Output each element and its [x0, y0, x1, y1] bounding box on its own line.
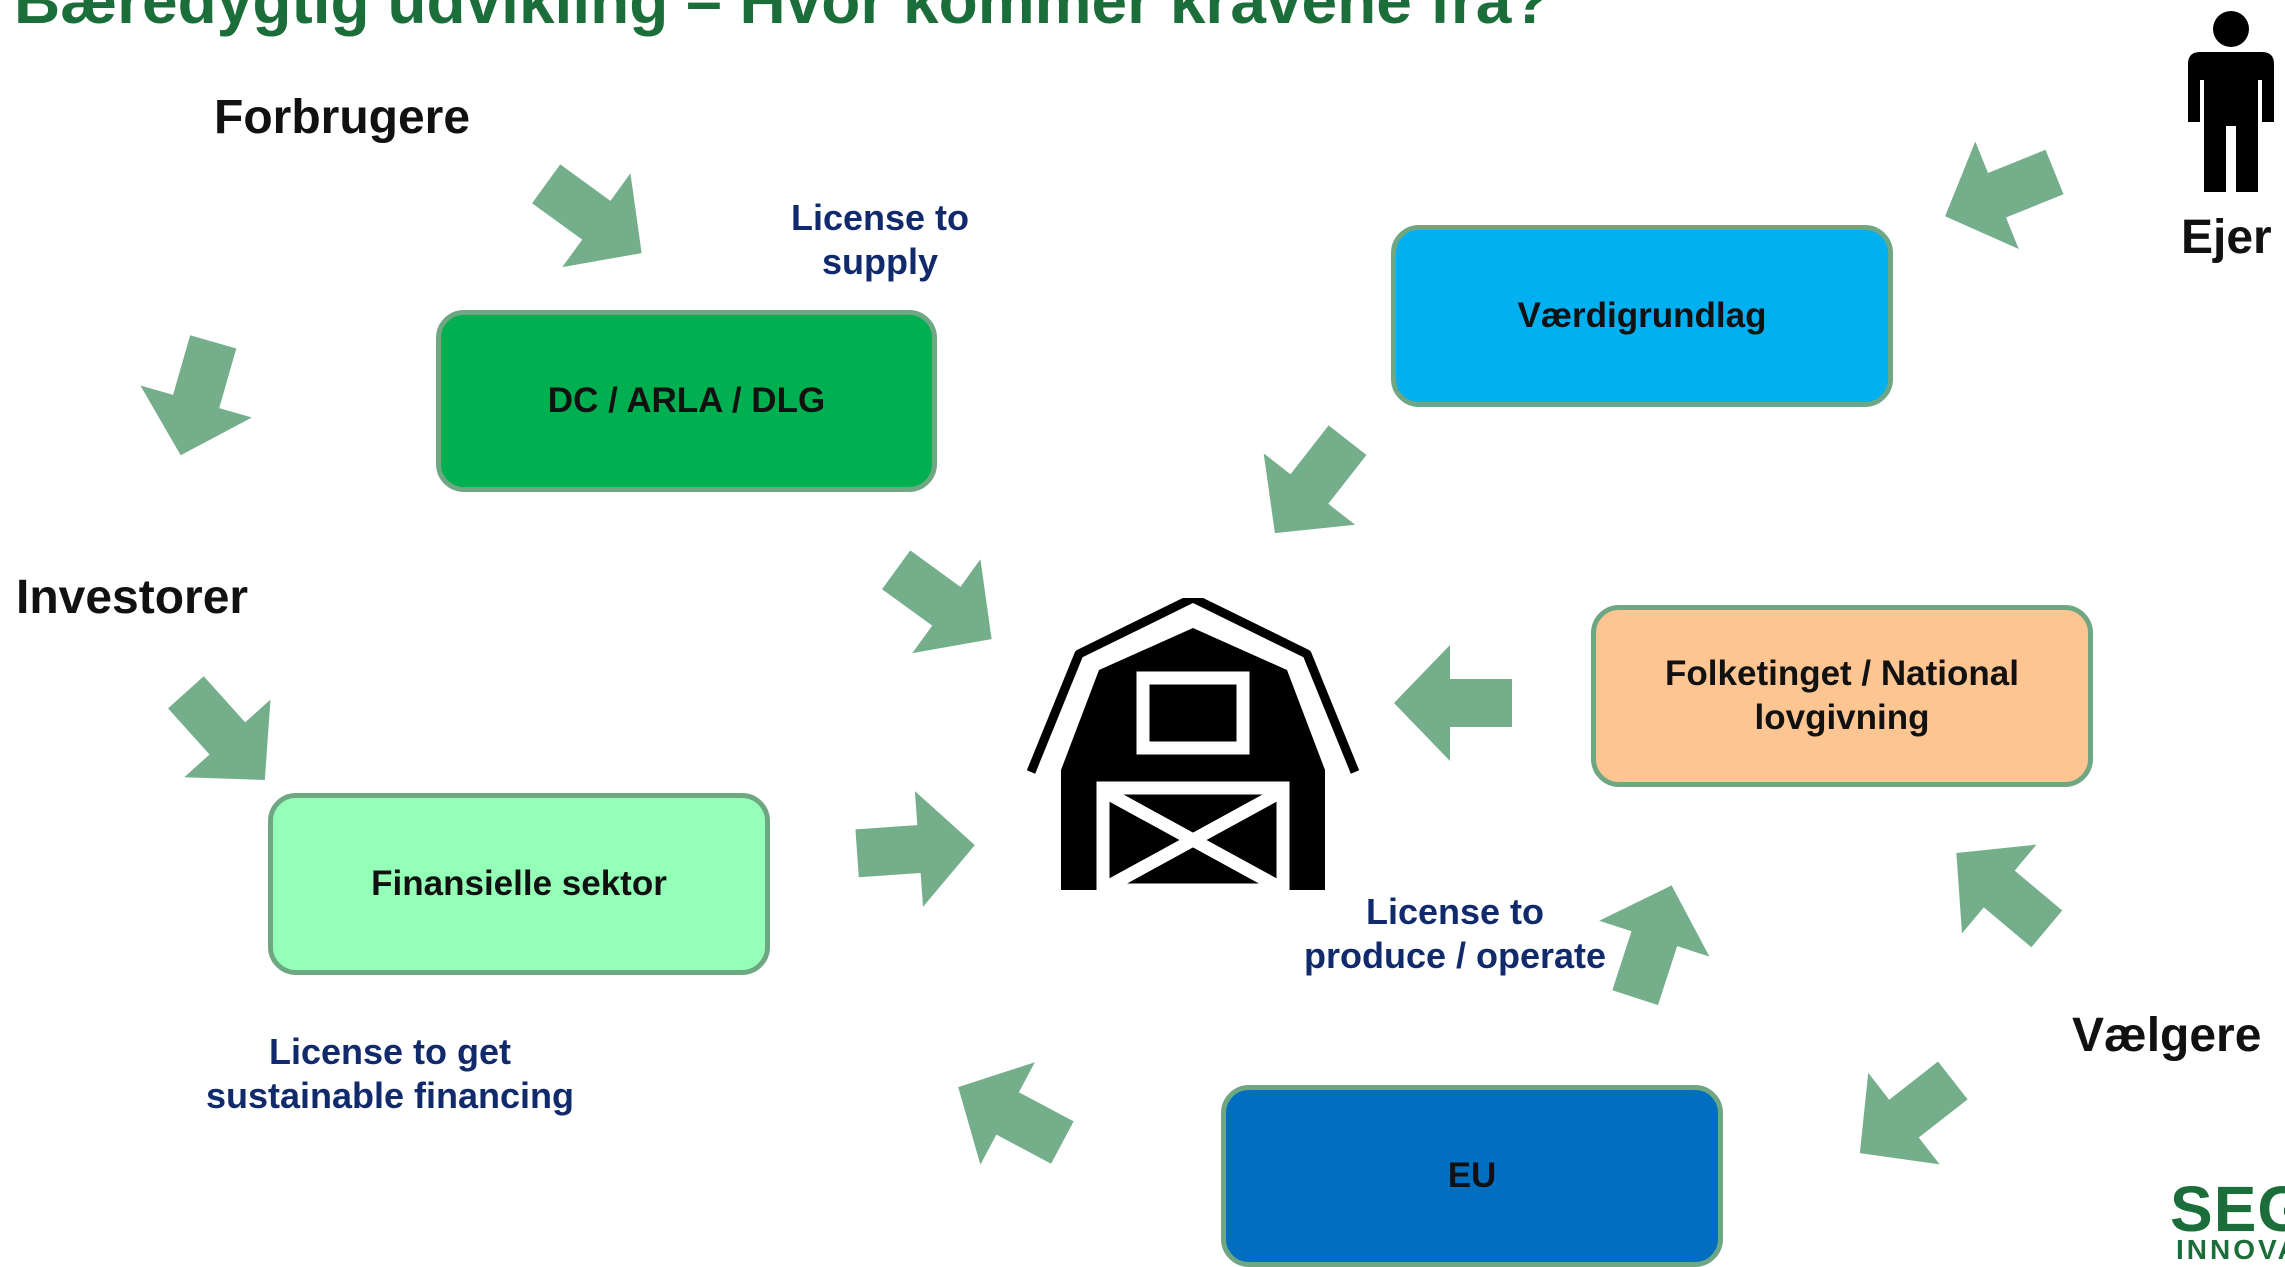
box-folketinget: Folketinget / National lovgivning [1591, 605, 2093, 787]
arrow-consumers-to-dc [512, 136, 676, 301]
page-title: Bæredygtig udvikling – Hvor kommer krave… [14, 0, 1551, 37]
actor-consumers: Forbrugere [214, 91, 471, 144]
logo-innova: INNOVA [2176, 1234, 2285, 1265]
license-financing: License to get sustainable financing [205, 1031, 575, 1116]
arrow-voters-to-folketinget [1919, 808, 2085, 974]
arrow-investors-to-finans [142, 653, 308, 819]
box-finansielle-sektor: Finansielle sektor [268, 793, 770, 975]
arrow-vaerdi-to-barn [1229, 404, 1394, 569]
arrow-consumers-to-investors [124, 325, 269, 472]
actor-voters: Vælgere [2072, 1009, 2262, 1062]
arrow-voters-to-eu [1824, 1034, 1989, 1199]
arrow-eu-to-finans [930, 1035, 1090, 1194]
arrow-folketinget-to-barn [1394, 645, 1512, 761]
person-icon [2188, 11, 2274, 192]
actor-owner: Ejer [2181, 211, 2272, 264]
box-dc-arla-dlg: DC / ARLA / DLG [436, 310, 937, 492]
actor-investors: Investorer [16, 571, 249, 624]
arrow-finans-to-barn [853, 787, 979, 912]
arrow-dc-to-barn [862, 522, 1026, 687]
box-eu: EU [1221, 1085, 1723, 1267]
license-produce: License to produce / operate [1303, 891, 1607, 976]
barn-icon [1026, 598, 1360, 890]
box-vaerdigrundlag: Værdigrundlag [1391, 225, 1893, 407]
license-supply: License to supply [790, 197, 970, 282]
logo-seg: SEG [2170, 1173, 2285, 1245]
arrow-owner-to-vaerdi [1923, 118, 2077, 270]
